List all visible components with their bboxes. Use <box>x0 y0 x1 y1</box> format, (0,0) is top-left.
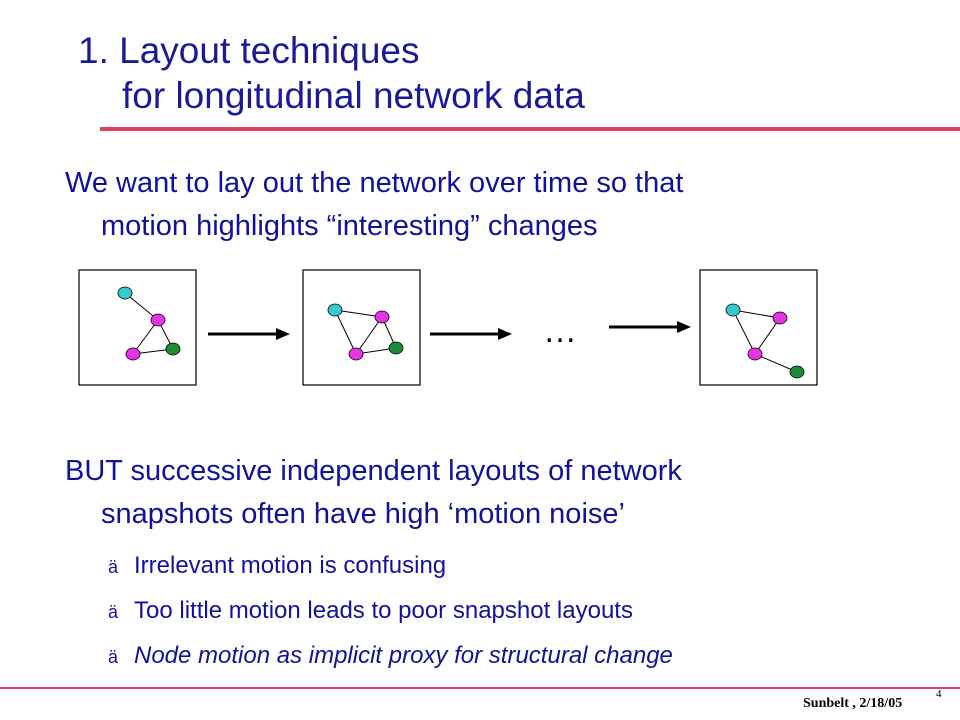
node <box>117 286 133 300</box>
node <box>789 365 805 379</box>
sub-bullet-3: ä Node motion as implicit proxy for struc… <box>108 642 673 670</box>
title-divider <box>100 127 960 131</box>
sub-bullet-marker: ä <box>108 602 119 622</box>
slide-title: 1. Layout techniques for longitudinal ne… <box>78 28 585 118</box>
bullet-1: We want to lay out the network over time… <box>65 162 683 248</box>
node <box>374 310 390 324</box>
sub-bullet-1-text: Irrelevant motion is confusing <box>134 552 447 579</box>
node <box>747 347 763 361</box>
sub-bullet-3-text: Node motion as implicit proxy for struct… <box>134 642 673 669</box>
node <box>772 311 788 325</box>
bullet-1-line1: We want to lay out the network over time… <box>65 167 684 199</box>
snapshot-2 <box>302 269 421 386</box>
page-number: 4 <box>936 688 942 700</box>
node <box>725 303 741 317</box>
node <box>165 342 181 356</box>
arrow-1 <box>208 328 290 340</box>
node <box>125 347 141 361</box>
network-snapshots-diagram: … <box>78 269 818 386</box>
footer-divider <box>0 687 960 689</box>
slide-title-line1: 1. Layout techniques <box>78 30 420 71</box>
bullet-2-line2: snapshots often have high ‘motion noise’ <box>101 498 625 530</box>
node <box>348 347 364 361</box>
arrow-2 <box>430 328 512 340</box>
sub-bullet-2: ä Too little motion leads to poor snapsho… <box>108 597 633 625</box>
ellipsis: … <box>543 312 577 350</box>
node <box>150 313 166 327</box>
sub-bullet-marker: ä <box>108 557 119 577</box>
node <box>388 341 404 355</box>
footer-text: Sunbelt , 2/18/05 <box>803 696 903 711</box>
node <box>327 303 343 317</box>
sub-bullet-marker: ä <box>108 647 119 667</box>
sub-bullet-1: ä Irrelevant motion is confusing <box>108 552 446 580</box>
bullet-2-line1: BUT successive independent layouts of ne… <box>65 455 682 487</box>
snapshot-1 <box>78 269 197 386</box>
arrow-3 <box>609 321 691 333</box>
snapshot-3 <box>699 269 818 386</box>
slide-title-line2: for longitudinal network data <box>122 75 585 116</box>
sub-bullet-2-text: Too little motion leads to poor snapshot… <box>134 597 633 624</box>
bullet-2: BUT successive independent layouts of ne… <box>65 450 682 536</box>
bullet-1-line2: motion highlights “interesting” changes <box>101 210 598 242</box>
